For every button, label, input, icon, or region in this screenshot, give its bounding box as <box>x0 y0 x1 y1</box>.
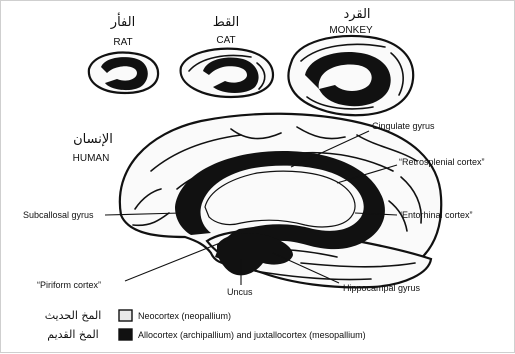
human-label: HUMAN <box>73 153 110 164</box>
uncus-label: Uncus <box>227 287 253 297</box>
cat-brain <box>181 49 273 97</box>
legend-neocortex-label: Neocortex (neopallium) <box>138 311 231 321</box>
human-arabic-name: الإنسان <box>73 132 113 147</box>
legend: المخ الحديث Neocortex (neopallium) المخ … <box>45 309 366 341</box>
rat-label: RAT <box>113 37 132 48</box>
cat-label: CAT <box>216 35 235 46</box>
piriform-leader <box>125 241 225 281</box>
legend-neo-arabic: المخ الحديث <box>45 309 102 322</box>
entorhinal-cortex-label: “Entorhinal cortex” <box>399 210 473 220</box>
monkey-arabic-name: القرد <box>343 7 370 22</box>
legend-allocortex-swatch <box>119 329 132 340</box>
piriform-cortex-label: “Piriform cortex” <box>37 280 101 290</box>
cat-arabic-name: القط <box>213 15 240 30</box>
rat-arabic-name: الفأر <box>110 12 135 30</box>
legend-allo-arabic: المخ القديم <box>47 328 99 341</box>
monkey-label: MONKEY <box>329 25 373 36</box>
cingulate-gyrus-label: Cingulate gyrus <box>372 121 435 131</box>
monkey-brain <box>288 36 413 115</box>
human-brain <box>120 114 441 288</box>
hippocampal-gyrus-label: Hippocampal gyrus <box>343 283 421 293</box>
legend-neocortex-swatch <box>119 310 132 321</box>
subcallosal-gyrus-label: Subcallosal gyrus <box>23 210 94 220</box>
retrosplenial-cortex-label: “Retrosplenial cortex” <box>399 157 485 167</box>
rat-brain <box>89 53 158 93</box>
legend-allocortex-label: Allocortex (archipallium) and juxtalloco… <box>138 330 366 340</box>
